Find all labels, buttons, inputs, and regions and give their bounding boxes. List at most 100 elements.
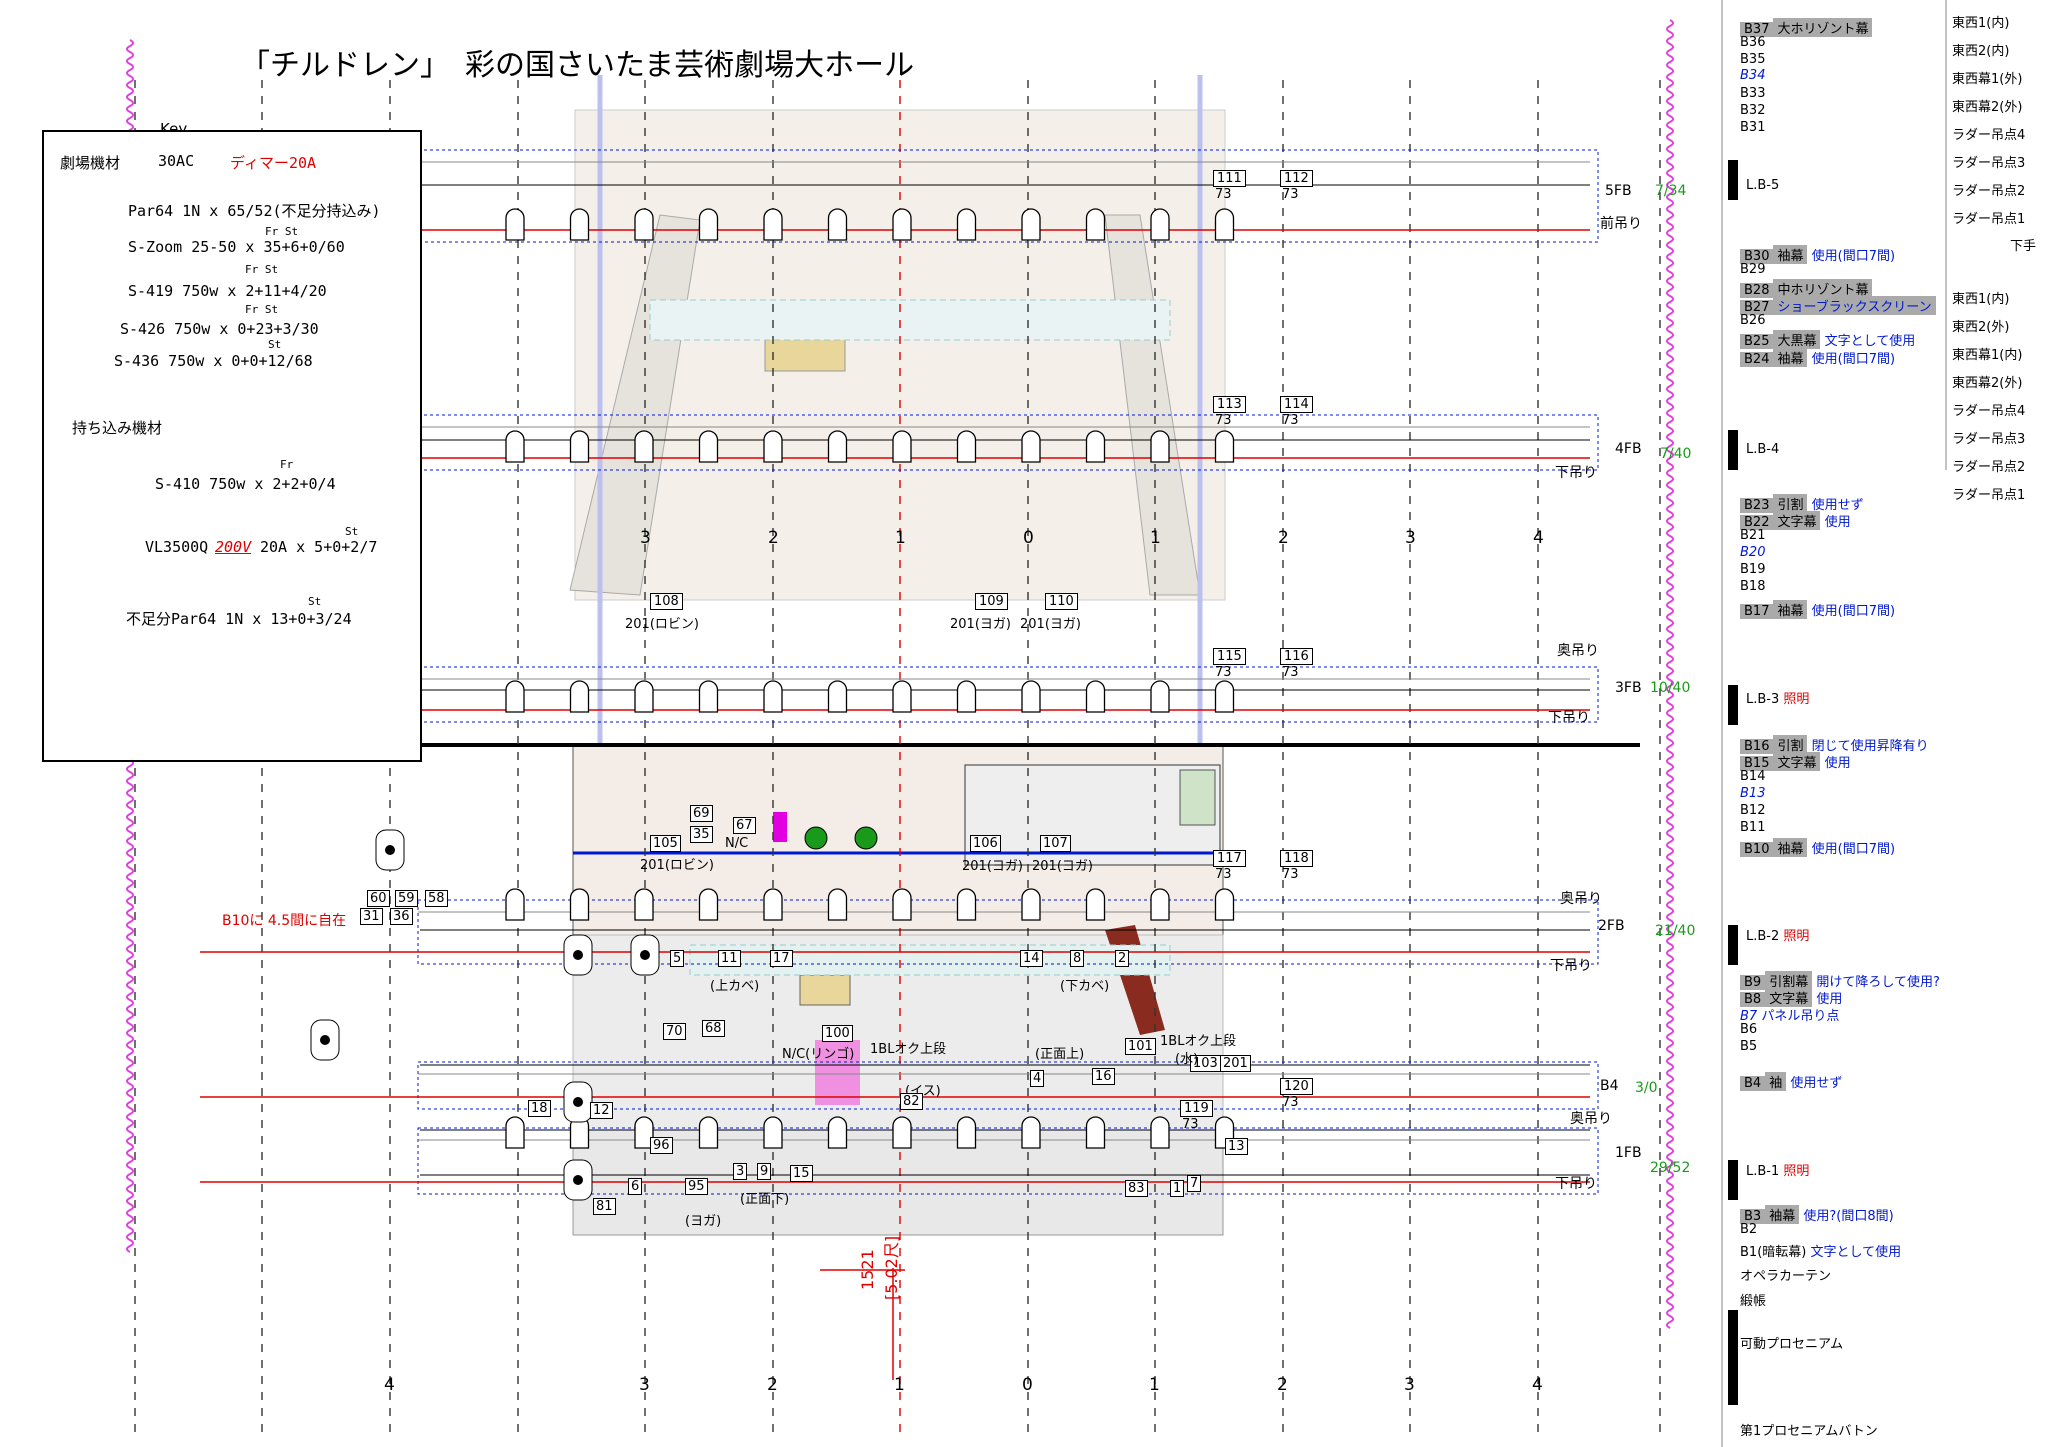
circuit-id: 117: [1213, 850, 1246, 867]
bar-3fb-label: 奥吊り: [1557, 643, 1599, 659]
stage-label-l82: 82: [900, 1093, 923, 1110]
list-code: L.B-3: [1746, 692, 1780, 707]
key-item-s419-sup: Fr St: [245, 263, 279, 276]
par64-fixture: [827, 430, 848, 463]
par64-fixture: [505, 680, 525, 713]
key-item-szoom-sup: Fr St: [265, 225, 299, 238]
par64-fixture: [569, 680, 590, 713]
par64-fixture: [569, 208, 590, 241]
stage-label-l201: 201: [1220, 1055, 1251, 1072]
circuit-num: 73: [1282, 187, 1299, 202]
stage-label-mizu: (水): [1175, 1052, 1199, 1067]
par64-fixture: [505, 888, 525, 921]
list-code: B7: [1740, 1009, 1758, 1024]
key-item-s410-sup: Fr: [280, 458, 294, 471]
bar-5fb-ratio: 7/34: [1655, 183, 1687, 199]
ref-gel: 201(ヨガ): [950, 617, 1011, 632]
far-right-bottom-item: 東西幕2(外): [1952, 376, 2023, 391]
list-item: B31: [1740, 120, 1765, 135]
par64-fixture: [634, 430, 654, 463]
list-note: 使用せず: [1786, 1076, 1843, 1091]
stage-label-l69: 69: [690, 805, 713, 822]
bar-2fb-label: 奥吊り: [1560, 891, 1602, 907]
stage-label-okujo2: 1BLオク上段: [1160, 1034, 1237, 1049]
stage-label-shomen_ue: (正面上): [1035, 1047, 1085, 1062]
stage-label-shomen_shita: (正面下): [740, 1192, 790, 1207]
axis-number-upper: 1: [1150, 528, 1161, 548]
par64-fixture: [763, 1116, 783, 1149]
vl3500-lens: [573, 1175, 583, 1185]
axis-number-upper: 3: [1405, 528, 1416, 548]
list-item: B10 袖幕 使用(間口7間): [1740, 838, 1895, 857]
stage-label-l107: 107: [1040, 835, 1071, 852]
list-text: 袖幕: [1773, 600, 1808, 619]
stage-label-okujo: 1BLオク上段: [870, 1042, 947, 1057]
list-text: 引割: [1773, 494, 1808, 513]
list-text: 引割: [1773, 735, 1808, 754]
list-item: 緞帳: [1740, 1290, 1766, 1309]
list-code: B36: [1740, 35, 1766, 50]
list-item: B36: [1740, 35, 1765, 50]
far-right-top-item: 東西1(内): [1952, 16, 2010, 31]
brought-heading: 持ち込み機材: [72, 419, 163, 437]
stage-label-l2: 2: [1115, 950, 1130, 967]
list-text: 文字幕: [1773, 511, 1821, 530]
stage-label-l67: 67: [733, 817, 756, 834]
list-code: 緞帳: [1740, 1294, 1767, 1309]
far-right-bottom-item: ラダー吊点3: [1952, 432, 2026, 447]
bar-1fb-lower: 下吊り: [1555, 1176, 1597, 1192]
stage-label-l35a: 35: [690, 826, 713, 843]
list-code: B21: [1740, 528, 1766, 543]
list-item: B37 大ホリゾント幕: [1740, 18, 1873, 37]
list-text: 文字幕: [1773, 752, 1821, 771]
list-item: L.B-2 照明: [1746, 925, 1809, 944]
stage-label-l17: 17: [770, 950, 793, 967]
bar-2fb-ratio: 21/40: [1655, 923, 1696, 939]
key-item-par64-extra: 不足分Par64 1N x 13+0+3/24: [126, 610, 352, 628]
par64-fixture: [1021, 208, 1041, 241]
par64-fixture: [505, 430, 525, 463]
list-item: L.B-4: [1746, 442, 1779, 457]
stage-label-l83: 83: [1125, 1180, 1148, 1197]
far-right-bottom-item: ラダー吊点4: [1952, 404, 2026, 419]
list-code: B32: [1740, 103, 1766, 118]
par64-fixture: [1150, 680, 1170, 713]
list-item: B25 大黒幕 文字として使用: [1740, 330, 1915, 349]
stage-label-l6: 6: [628, 1178, 643, 1195]
list-code: B10: [1740, 842, 1774, 857]
par64-fixture: [505, 208, 525, 241]
bar-1fb-label: 奥吊り: [1570, 1111, 1612, 1127]
circuit-id: 114: [1280, 396, 1313, 413]
list-item: オペラカーテン: [1740, 1265, 1831, 1284]
list-code: B11: [1740, 820, 1766, 835]
axis-number-upper: 2: [1278, 528, 1289, 548]
stage-label-gel_robin: 201(ロビン): [640, 858, 714, 873]
key-item-par64: Par64 1N x 65/52(不足分持込み): [128, 202, 381, 220]
list-note: 開けて降ろして使用?: [1812, 975, 1940, 990]
list-item: B22 文字幕 使用: [1740, 511, 1851, 530]
list-item: B18: [1740, 579, 1765, 594]
lb4-bar: [1728, 430, 1738, 470]
circuit-id: 115: [1213, 648, 1246, 665]
list-code: B27: [1740, 300, 1774, 315]
axis-number-lower: 2: [1277, 1375, 1288, 1395]
proscenium-bar: [1728, 1310, 1738, 1405]
bar-b4-ratio: 3/0: [1635, 1080, 1658, 1096]
list-note: 文字として使用: [1806, 1245, 1902, 1260]
key-item-vl-sup: St: [345, 525, 359, 538]
stage-label-l14: 14: [1020, 950, 1043, 967]
list-text: 大黒幕: [1773, 330, 1821, 349]
far-right-bottom-item: ラダー吊点1: [1952, 488, 2026, 503]
par64-fixture: [505, 1116, 525, 1149]
bar-frame: [417, 666, 1599, 723]
par64-fixture: [956, 888, 977, 921]
list-code: B29: [1740, 262, 1766, 277]
far-right-top-item: ラダー吊点1: [1952, 212, 2026, 227]
list-code: B37: [1740, 22, 1774, 37]
key-item-s436-sup: St: [268, 338, 282, 351]
list-code: B31: [1740, 120, 1766, 135]
stage-pink-box: [815, 1040, 860, 1105]
list-item: B15 文字幕 使用: [1740, 752, 1851, 771]
list-light: 照明: [1779, 692, 1810, 707]
